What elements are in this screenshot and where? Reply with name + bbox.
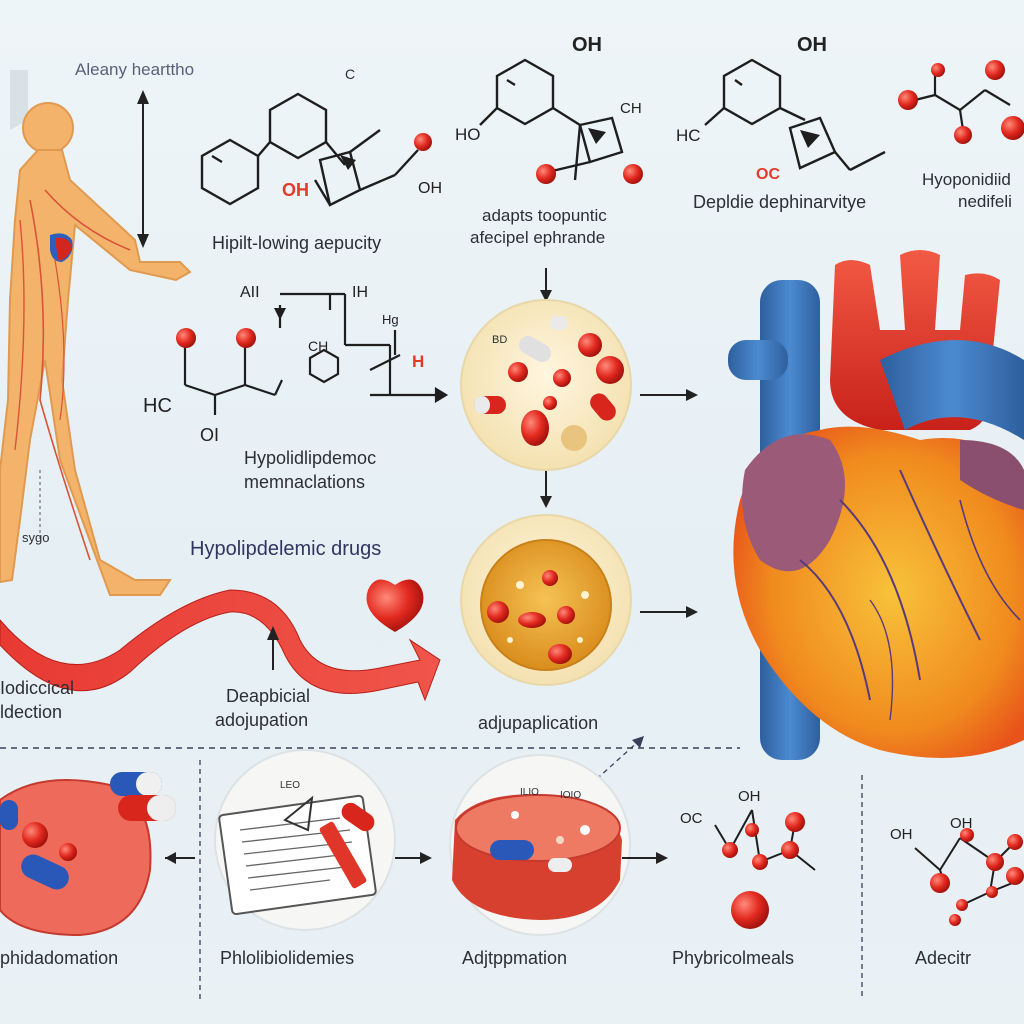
anatomical-heart (728, 250, 1024, 760)
human-figure (0, 70, 192, 596)
molecule-3-oh: OH (797, 34, 827, 56)
bottom-label-1: phidadomation (0, 948, 119, 968)
doc-tag-3: IOIO (560, 790, 582, 801)
medication-label-line1: Hypolidlipdemoc (244, 448, 377, 468)
bottom-tissue-2 (449, 754, 631, 936)
molecule-chain (183, 292, 449, 415)
drugs-heading: Hypolipdelemic drugs (190, 538, 382, 560)
bottom-molecule-2 (914, 837, 1021, 906)
atom-oh: OH (418, 180, 442, 197)
chain-atom-h-red: H (412, 352, 425, 371)
molecule-1-label: Hipilt-lowing aepucity (212, 233, 382, 253)
molecule-2-ch: CH (620, 100, 642, 117)
chain-atom-hg: Hg (382, 312, 399, 327)
wave-left-label-line2: ldection (0, 702, 63, 722)
doc-tag-1: LEO (280, 780, 301, 791)
molecule-2-ho: HO (455, 125, 481, 144)
pill-plate (460, 299, 632, 471)
molecule-2-label-line2: afecipel ephrande (470, 228, 606, 247)
molecule-3 (704, 58, 886, 172)
atom-red (414, 133, 432, 151)
wave-left-label-line1: Iodiccical (0, 678, 75, 698)
molecule-3-hc: HC (676, 126, 701, 145)
bottom-label-2: Phlolibiolidemies (220, 948, 355, 968)
molecule-2 (479, 58, 624, 181)
molecule-2-label-line1: adapts toopuntic (482, 206, 607, 225)
molecule-1 (200, 92, 419, 207)
bottom-mol-oh-1: OH (738, 788, 761, 805)
atom-oh-red: OH (282, 180, 309, 200)
chain-atom-ch: CH (308, 338, 329, 354)
corner-mark: C (345, 66, 356, 82)
chain-atom-oi: OI (200, 425, 220, 445)
molecule-3-oc: OC (756, 166, 780, 183)
bottom-mol-oh-2: OH (890, 826, 913, 843)
chain-atom-ih: IH (352, 284, 368, 301)
wave-mid-label-line2: adojupation (215, 710, 309, 730)
molecule-4-label-line1: Hyoponidiid (922, 170, 1011, 189)
bowl-label: adjupaplication (478, 713, 599, 733)
molecule-2-oh: OH (572, 34, 602, 56)
wave-mid-label-line1: Deapbicial (226, 686, 311, 706)
bottom-label-3: Adjtppmation (462, 948, 568, 968)
pill-tag: BD (492, 334, 508, 346)
foot-label: sygo (22, 530, 50, 545)
top-left-label: Aleany hearttho (75, 60, 195, 79)
chain-atom-all: AII (240, 284, 260, 301)
chain-atom-hc: HC (143, 395, 172, 417)
doc-tag-2: ILIO (520, 787, 539, 798)
molecule-4-label-line2: nedifeli (958, 192, 1012, 211)
medication-label-line2: memnaclations (244, 472, 366, 492)
bottom-label-5: Adecitr (915, 948, 972, 968)
lipid-bowl (460, 514, 632, 686)
bottom-clipboard (214, 749, 396, 931)
molecule-3-label: Depldie dephinarvitye (693, 192, 867, 212)
bottom-tissue-1 (0, 772, 176, 937)
bottom-label-4: Phybricolmeals (672, 948, 795, 968)
vertical-double-arrow (137, 90, 149, 248)
trend-ribbon (0, 589, 441, 702)
bottom-mol-oc: OC (680, 810, 703, 827)
bottom-mol-oh-3: OH (950, 815, 973, 832)
heart-icon (366, 579, 424, 632)
